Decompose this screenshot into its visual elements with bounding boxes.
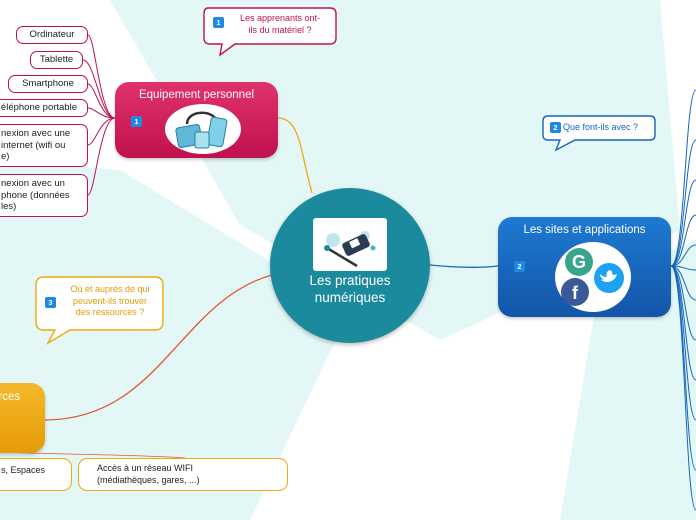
central-title-line1: Les pratiques	[309, 273, 391, 288]
callout-ressources-line2: peuvent-ils trouver	[72, 295, 148, 306]
topic-sites-title: Les sites et applications	[523, 224, 646, 236]
leaf-connexion-internet-line1: nexion avec une	[1, 127, 71, 139]
leaf-smartphone[interactable]: Smartphone	[8, 75, 88, 93]
leaf-telephone-portable[interactable]: éléphone portable	[0, 99, 88, 117]
svg-text:f: f	[572, 283, 579, 303]
leaf-connexion-smartphone-line1: nexion avec un	[1, 177, 65, 189]
background-shape	[0, 160, 350, 520]
connectors-sites-branches	[670, 89, 696, 511]
leaf-ordinateur[interactable]: Ordinateur	[16, 26, 88, 44]
callout-equipement-badge: 1	[213, 17, 224, 28]
central-topic[interactable]: Les pratiques numériques	[270, 188, 430, 343]
social-media-icons: G f	[555, 242, 631, 312]
topic-sites-badge: 2	[514, 261, 525, 272]
topic-equipement-title: Equipement personnel	[138, 89, 255, 101]
central-title-line2: numériques	[314, 289, 386, 305]
leaf-acces-wifi-line1: Accès à un réseau WIFI	[97, 463, 194, 473]
leaf-connexion-smartphone-line2: phone (données	[1, 189, 70, 201]
callout-ressources-badge: 3	[45, 297, 56, 308]
topic-ressources-title: urces	[0, 391, 21, 403]
leaf-acces-wifi-line2: (médiathèques, gares, ...)	[97, 474, 200, 485]
connector-equipement	[277, 117, 313, 194]
callout-sites-badge: 2	[550, 122, 561, 133]
callout-equipement-line1: Les apprenants ont-	[239, 13, 321, 23]
connector-ressources	[44, 274, 273, 421]
leaf-connexion-internet-line2: internet (wifi ou	[1, 139, 66, 151]
central-title: Les pratiques numériques	[270, 273, 430, 307]
callout-equipement-bubble	[203, 7, 337, 57]
leaf-connexion-internet[interactable]: nexion avec une internet (wifi ou e)	[0, 124, 88, 167]
callout-ressources-line3: des ressources ?	[75, 307, 145, 318]
leaf-connexion-smartphone-line3: les)	[1, 201, 17, 213]
topic-ressources[interactable]: urces	[0, 383, 45, 453]
callout-ressources-text: Où et auprès de qui peuvent-ils trouver …	[60, 284, 160, 319]
topic-equipement-badge: 1	[131, 116, 142, 127]
connector-sites	[429, 264, 499, 269]
callout-equipement-text: Les apprenants ont- ils du matériel ?	[228, 13, 332, 36]
leaf-connexion-smartphone[interactable]: nexion avec un phone (données les)	[0, 174, 88, 217]
callout-ressources-bubble	[35, 276, 164, 345]
usb-key-icon	[313, 218, 387, 271]
callout-sites-text: Que font-ils avec ?	[563, 122, 639, 132]
devices-icon	[165, 104, 241, 154]
leaf-tablette[interactable]: Tablette	[30, 51, 83, 69]
leaf-acces-wifi[interactable]: Accès à un réseau WIFI (médiathèques, ga…	[78, 458, 288, 491]
connectors-equipement-leaves	[82, 34, 116, 196]
topic-equipement[interactable]: Equipement personnel 1	[115, 82, 278, 158]
svg-text:G: G	[572, 252, 586, 272]
topic-sites[interactable]: Les sites et applications 2 G f	[498, 217, 671, 317]
leaf-espaces[interactable]: s, Espaces	[0, 458, 72, 491]
callout-sites-bubble	[542, 115, 656, 152]
callout-ressources-line1: Où et auprès de qui	[70, 284, 150, 294]
callout-equipement-line2: ils du matériel ?	[248, 24, 312, 35]
leaf-connexion-internet-line3: e)	[1, 151, 10, 163]
